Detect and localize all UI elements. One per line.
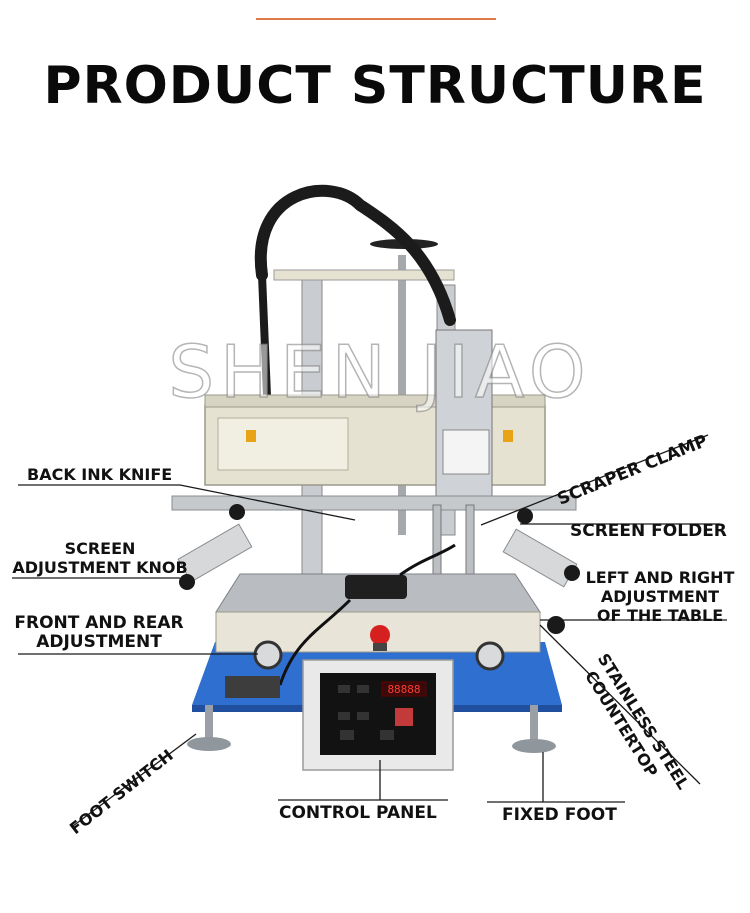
label-line: SCREEN [64,539,136,558]
svg-text:88888: 88888 [387,683,420,696]
right-fixed-foot [512,705,556,753]
label-line: FRONT AND REAR [14,613,184,633]
label-control-panel: CONTROL PANEL [279,803,437,823]
watermark: SHEN JIAO [168,329,592,415]
front-rear-adjustment-wheel [253,640,283,670]
page-title: PRODUCT STRUCTURE [43,56,707,116]
label-back-ink-knife: BACK INK KNIFE [27,465,173,484]
air-hose [254,184,456,326]
label-line: OF THE TABLE [596,606,724,625]
label-line: LEFT AND RIGHT [585,568,735,587]
label-line: ADJUSTMENT KNOB [12,558,188,577]
top-accent-rule [256,18,496,20]
left-fixed-foot [187,705,231,751]
label-front-rear-adjustment: FRONT AND REAR ADJUSTMENT [14,614,184,652]
foot-pedal [345,575,407,599]
emergency-stop-button [370,625,390,645]
label-screen-adjustment-knob: SCREEN ADJUSTMENT KNOB [12,539,188,577]
label-table-left-right-adjustment: LEFT AND RIGHT ADJUSTMENT OF THE TABLE [584,568,736,625]
screen-adjustment-knob [179,574,195,590]
label-line: ADJUSTMENT [36,632,162,652]
label-line: ADJUSTMENT [600,587,720,606]
label-screen-folder: SCREEN FOLDER [570,521,727,541]
screen-frame-bar [171,495,577,511]
label-fixed-foot: FIXED FOOT [502,805,617,825]
leader-lines [12,434,727,827]
